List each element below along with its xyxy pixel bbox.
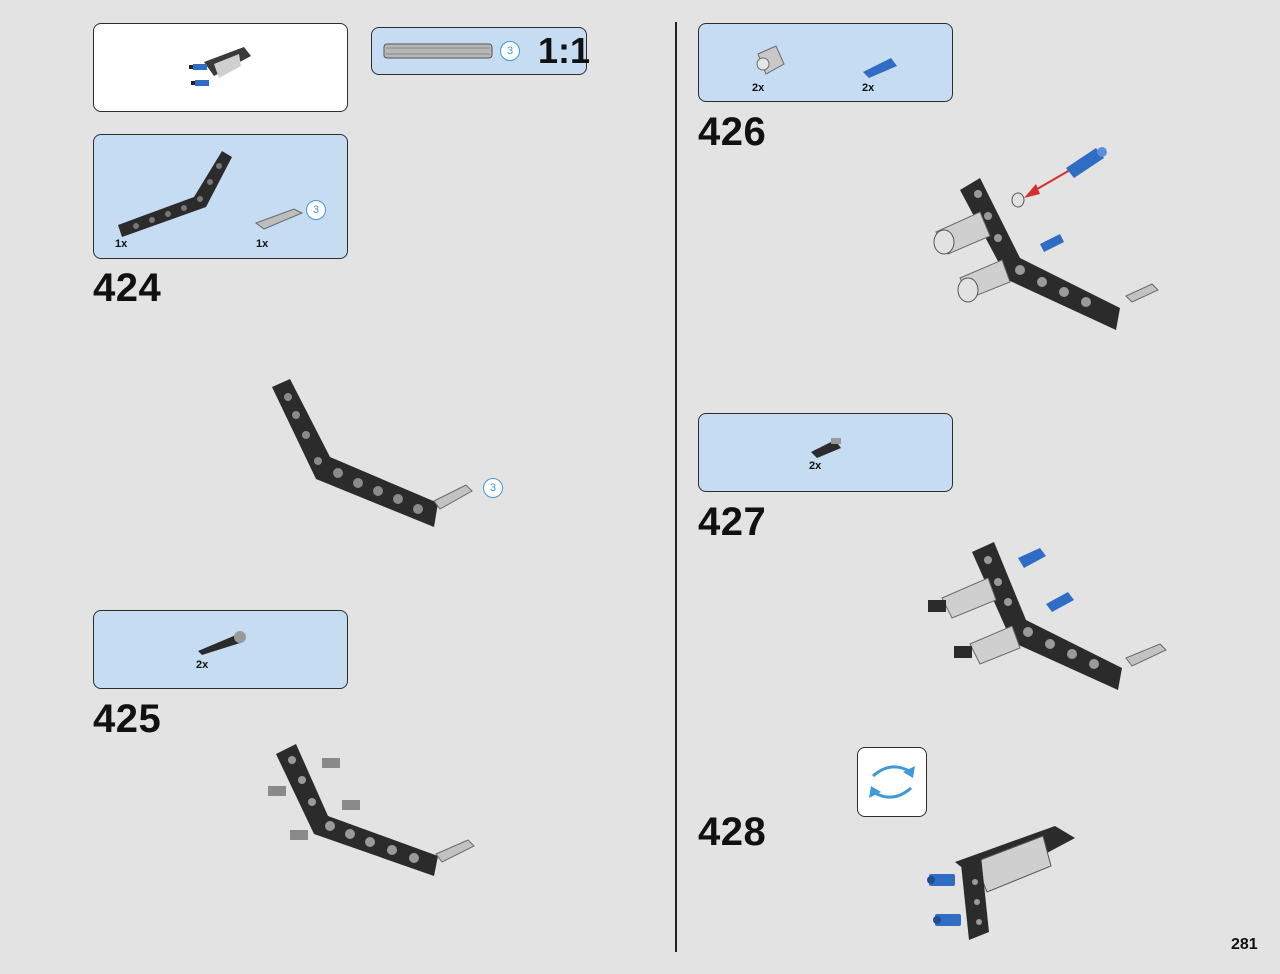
step-number-426: 426 [698, 110, 767, 154]
scale-reference-box: 3 1:1 [371, 27, 591, 75]
scale-length-circle: 3 [500, 41, 520, 61]
rotate-model-box [857, 747, 927, 817]
part-quantity: 1x [115, 238, 128, 250]
friction-pin-part [198, 631, 246, 655]
step-425-parts-box: 2x [93, 610, 348, 689]
subassembly-model [189, 47, 251, 86]
axle-part [254, 208, 304, 230]
rotate-model-icon [869, 765, 915, 799]
step-427-model [928, 542, 1167, 690]
step-424-model [272, 379, 473, 527]
axle-length-circle: 3 [306, 200, 326, 220]
step-428-model [927, 826, 1075, 940]
axle-length-callout: 3 [483, 478, 503, 498]
step-426-model [933, 178, 1159, 330]
step-number-428: 428 [698, 810, 767, 854]
step-424-parts-box: 1x 3 1x [93, 134, 348, 259]
bent-liftarm-part [118, 151, 232, 237]
part-quantity: 2x [752, 82, 765, 94]
step-number-427: 427 [698, 500, 767, 544]
step-number-424: 424 [93, 266, 162, 310]
scale-ratio-label: 1:1 [538, 30, 591, 71]
step-425-model [268, 744, 475, 876]
subassembly-preview-box [93, 23, 348, 112]
bush-part [756, 45, 785, 75]
axle-pin-part [811, 438, 841, 458]
part-quantity: 2x [196, 659, 209, 671]
part-quantity: 2x [809, 460, 822, 472]
page-number: 281 [1231, 936, 1258, 953]
page-divider [675, 22, 677, 952]
insert-arrow-icon [1024, 169, 1071, 198]
part-quantity: 2x [862, 82, 875, 94]
step-427-parts-box: 2x [698, 413, 953, 492]
step-number-425: 425 [93, 697, 162, 741]
axle-scale-graphic [383, 43, 493, 59]
blue-pin-insert [1066, 147, 1107, 178]
part-quantity: 1x [256, 238, 269, 250]
step-426-parts-box: 2x 2x [698, 23, 953, 102]
blue-pin-part [863, 58, 897, 78]
